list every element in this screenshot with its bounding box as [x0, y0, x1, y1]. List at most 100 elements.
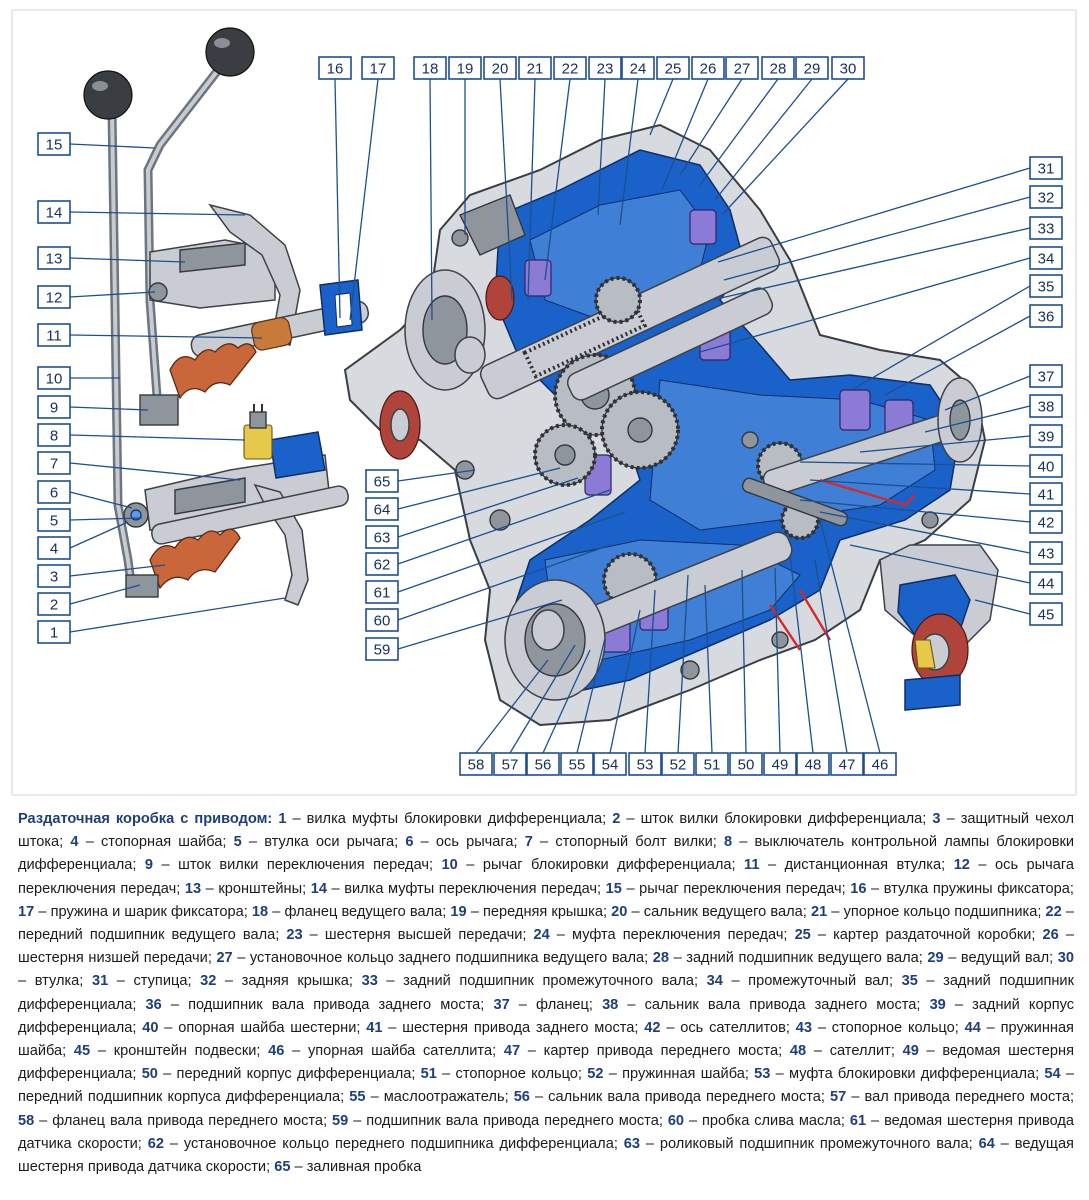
leader-line-57: [509, 644, 576, 754]
legend-number: 16: [850, 880, 867, 897]
legend-number: 34: [706, 973, 723, 990]
figure-caption: Раздаточная коробка с приводом: 1 – вилк…: [18, 808, 1074, 1179]
legend-number: 63: [623, 1135, 640, 1152]
caption-items: 1 – вилка муфты блокировки дифференциала…: [18, 811, 1074, 1175]
legend-item: 40 – опорная шайба шестерни;: [142, 1019, 361, 1036]
leader-line-29: [714, 78, 813, 201]
callout-box: [37, 536, 71, 560]
legend-number: 7: [524, 834, 533, 851]
legend-number: 12: [953, 857, 970, 874]
callout-number: 45: [1038, 607, 1055, 624]
callout-51: 51: [695, 752, 729, 776]
callout-box: [661, 752, 695, 776]
leader-line-23: [597, 78, 606, 216]
leader-line-50: [741, 569, 747, 754]
legend-item: 45 – кронштейн подвески;: [73, 1043, 261, 1060]
callout-30: 30: [831, 56, 865, 80]
legend-number: 40: [142, 1019, 159, 1036]
legend-number: 59: [332, 1112, 349, 1129]
legend-item: 48 – сателлит;: [789, 1043, 895, 1060]
callout-number: 58: [468, 757, 485, 774]
callout-number: 59: [374, 642, 391, 659]
legend-item: 24 – муфта переключения передач;: [533, 927, 788, 944]
legend-item: 2 – шток вилки блокировки дифференциала;: [612, 811, 927, 827]
legend-number: 6: [405, 834, 414, 851]
legend-item: 16 – втулка пружины фиксатора;: [850, 880, 1074, 897]
legend-item: 36 – подшипник вала привода заднего мост…: [145, 996, 485, 1013]
leader-line-59: [397, 599, 563, 650]
legend-item: 50 – передний корпус дифференциала;: [141, 1066, 416, 1083]
callout-45: 45: [1029, 602, 1063, 626]
callout-box: [365, 525, 399, 549]
callout-box: [37, 480, 71, 504]
legend-text: промежуточный вал: [748, 973, 889, 990]
lock-indicator-switch: [243, 424, 273, 460]
legend-text: ось рычага переключения передач: [18, 857, 1075, 897]
callout-43: 43: [1029, 541, 1063, 565]
callout-25: 25: [656, 56, 690, 80]
legend-number: 18: [251, 903, 269, 920]
legend-number: 55: [349, 1089, 366, 1106]
callout-box: [526, 752, 560, 776]
callout-24: 24: [621, 56, 655, 80]
callout-number: 8: [50, 428, 58, 445]
legend-number: 58: [18, 1112, 35, 1129]
legend-item: 59 – подшипник вала привода переднего мо…: [332, 1112, 663, 1129]
callout-box: [1029, 602, 1063, 626]
leader-line-4: [69, 521, 129, 549]
legend-text: передний корпус дифференциала: [176, 1066, 412, 1083]
callout-box: [830, 752, 864, 776]
leader-line-64: [397, 467, 561, 510]
callout-number: 46: [872, 757, 889, 774]
legend-item: 30 – втулка;: [18, 950, 1074, 990]
callout-number: 61: [374, 585, 391, 602]
callout-number: 63: [374, 530, 391, 547]
callout-number: 39: [1038, 429, 1055, 446]
input-flange-nut: [454, 336, 486, 374]
leader-line-15: [69, 143, 156, 149]
upper-rod-boot: [169, 343, 257, 400]
callout-7: 7: [37, 451, 71, 475]
legend-text: сателлит: [829, 1043, 891, 1060]
legend-item: 62 – установочное кольцо переднего подши…: [147, 1135, 618, 1152]
legend-item: 20 – сальник ведущего вала;: [611, 903, 807, 920]
callout-number: 14: [46, 205, 63, 222]
input-seal-inner: [485, 275, 515, 321]
callout-number: 56: [535, 757, 552, 774]
transfer-case-diagram: 1234567891011121314151617181920212223242…: [11, 9, 1077, 796]
callout-box: [37, 323, 71, 347]
legend-number: 33: [361, 973, 378, 990]
callout-29: 29: [795, 56, 829, 80]
legend-number: 49: [902, 1043, 919, 1060]
callout-box: [413, 56, 447, 80]
callout-19: 19: [448, 56, 482, 80]
callout-number: 26: [700, 61, 717, 78]
callout-box: [37, 592, 71, 616]
satellite-axle: [741, 477, 849, 527]
legend-item: 47 – картер привода переднего моста;: [503, 1043, 783, 1060]
legend-text: ось рычага: [435, 834, 514, 851]
callout-box: [1029, 482, 1063, 506]
legend-number: 24: [533, 927, 550, 944]
callout-number: 38: [1038, 399, 1055, 416]
callout-61: 61: [365, 580, 399, 604]
legend-number: 39: [929, 996, 946, 1013]
legend-item: 3 – защитный чехол штока;: [18, 811, 1074, 851]
legend-number: 5: [233, 834, 242, 851]
callout-box: [37, 366, 71, 390]
legend-item: 37 – фланец;: [493, 996, 593, 1013]
leader-line-65: [397, 469, 476, 482]
leader-line-35: [854, 285, 1031, 389]
callout-32: 32: [1029, 185, 1063, 209]
legend-item: 39 – задний корпус дифференциала;: [18, 996, 1075, 1036]
legend-number: 25: [794, 927, 811, 944]
callout-number: 27: [734, 61, 751, 78]
callout-8: 8: [37, 423, 71, 447]
caption-title: Раздаточная коробка с приводом:: [18, 811, 273, 827]
callout-34: 34: [1029, 246, 1063, 270]
legend-number: 1: [278, 811, 287, 827]
legend-text: передний подшипник ведущего вала: [18, 927, 276, 944]
legend-text: муфта блокировки дифференциала: [789, 1066, 1036, 1083]
legend-text: пружинная шайба: [622, 1066, 745, 1083]
callout-number: 4: [50, 541, 58, 558]
